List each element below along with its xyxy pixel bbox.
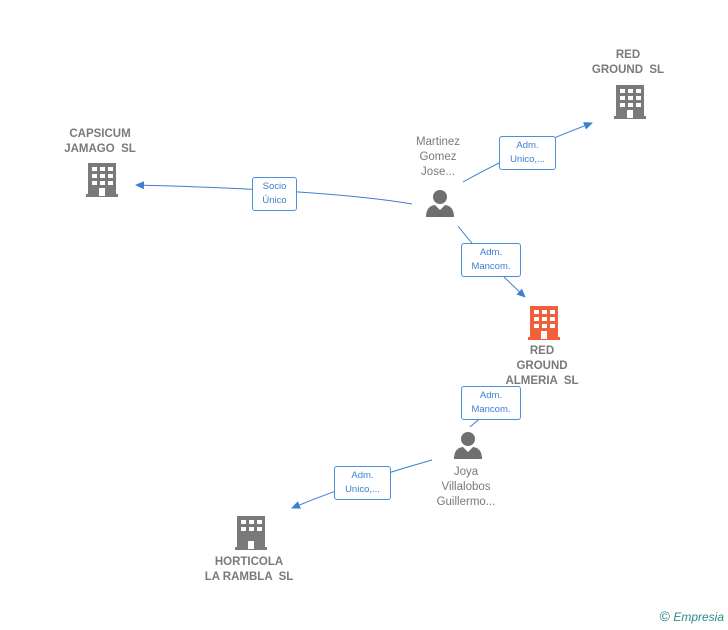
node-red-ground[interactable]: RED GROUND SL <box>578 48 678 78</box>
node-label: RED GROUND SL <box>591 49 665 76</box>
edge-label-adm-mancom[interactable]: Adm. Mancom. <box>461 386 521 420</box>
edge-martinez-capsicum <box>135 181 413 205</box>
building-icon <box>528 306 560 340</box>
node-label: Joya Villalobos Guillermo... <box>436 466 496 508</box>
building-icon <box>86 163 118 197</box>
edge-label-adm-unico[interactable]: Adm. Unico,... <box>334 466 391 500</box>
person-icon <box>454 432 482 459</box>
building-icon <box>614 85 646 119</box>
node-label: CAPSICUM JAMAGO SL <box>64 128 136 155</box>
node-label: Martinez Gomez Jose... <box>415 136 461 178</box>
brand-name: Empresia <box>673 610 724 624</box>
node-horticola[interactable]: HORTICOLA LA RAMBLA SL <box>194 555 304 585</box>
node-label: HORTICOLA LA RAMBLA SL <box>204 556 294 583</box>
person-icon <box>426 190 454 217</box>
node-red-ground-almeria[interactable]: RED GROUND ALMERIA SL <box>492 344 592 389</box>
edge-label-adm-unico[interactable]: Adm. Unico,... <box>499 136 556 170</box>
node-martinez[interactable]: Martinez Gomez Jose... <box>388 135 488 180</box>
empresia-watermark: © Empresia <box>660 608 724 624</box>
building-icon <box>235 516 267 550</box>
node-label: RED GROUND ALMERIA SL <box>505 345 579 387</box>
copyright-icon: © <box>659 608 670 624</box>
node-capsicum[interactable]: CAPSICUM JAMAGO SL <box>50 127 150 157</box>
edge-label-adm-mancom[interactable]: Adm. Mancom. <box>461 243 521 277</box>
node-joya[interactable]: Joya Villalobos Guillermo... <box>416 465 516 510</box>
edge-label-socio-unico[interactable]: Socio Único <box>252 177 297 211</box>
